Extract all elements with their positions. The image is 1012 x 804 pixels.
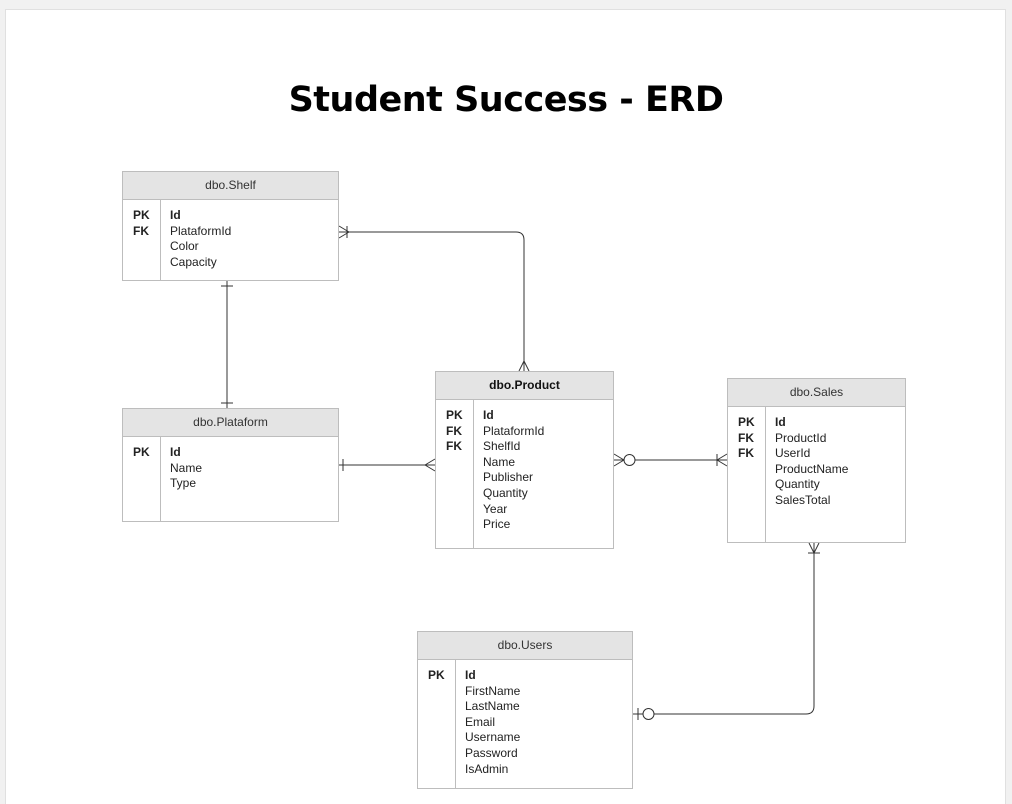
field-list: Id PlataformId ShelfId Name Publisher Qu… xyxy=(483,408,544,533)
field-name: Id xyxy=(465,668,476,682)
key-list: PK xyxy=(428,668,445,684)
field-name: PlataformId xyxy=(170,223,232,238)
field-name: ProductName xyxy=(775,461,849,476)
field-name: Password xyxy=(465,745,518,760)
field-list: Id Name Type xyxy=(170,445,202,492)
field-name: ShelfId xyxy=(483,439,521,454)
entity-product[interactable]: dbo.Product PK FK FK Id PlataformId Shel… xyxy=(435,371,614,549)
field-name: Quantity xyxy=(483,485,528,500)
field-name: ProductId xyxy=(775,430,827,445)
rel-shelf-plataform[interactable] xyxy=(221,281,233,408)
entity-header: dbo.Sales xyxy=(728,379,905,407)
field-name: IsAdmin xyxy=(465,761,509,776)
field-list: Id FirstName LastName Email Username Pas… xyxy=(465,668,520,777)
rel-users-sales[interactable] xyxy=(633,542,820,720)
field-name: Publisher xyxy=(483,470,534,485)
field-name: Email xyxy=(465,714,496,729)
field-name: Name xyxy=(483,454,516,469)
key-column xyxy=(123,199,161,280)
key-column xyxy=(418,659,456,788)
entity-header: dbo.Product xyxy=(436,372,613,400)
key-label: PK xyxy=(446,408,463,422)
field-name: SalesTotal xyxy=(775,492,831,507)
field-name: Quantity xyxy=(775,477,820,492)
field-name: LastName xyxy=(465,699,520,714)
field-name: Type xyxy=(170,476,197,491)
entity-shelf[interactable]: dbo.Shelf PK FK Id PlataformId Color Cap… xyxy=(122,171,339,281)
key-label: FK xyxy=(446,423,462,438)
key-list: PK xyxy=(133,445,150,461)
key-list: PK FK FK xyxy=(738,415,755,462)
entity-sales[interactable]: dbo.Sales PK FK FK Id ProductId UserId P… xyxy=(727,378,906,543)
field-name: Year xyxy=(483,501,508,516)
key-label: PK xyxy=(428,668,445,682)
entity-plataform[interactable]: dbo.Plataform PK Id Name Type xyxy=(122,408,339,522)
field-list: Id PlataformId Color Capacity xyxy=(170,208,231,270)
key-label: FK xyxy=(738,430,754,445)
key-column xyxy=(728,406,766,542)
rel-shelf-product[interactable] xyxy=(338,225,530,372)
field-name: Color xyxy=(170,239,199,254)
field-name: Id xyxy=(483,408,494,422)
field-list: Id ProductId UserId ProductName Quantity… xyxy=(775,415,848,509)
entity-header: dbo.Shelf xyxy=(123,172,338,200)
field-name: Name xyxy=(170,460,203,475)
field-name: UserId xyxy=(775,446,811,461)
field-name: Price xyxy=(483,517,511,532)
key-list: PK FK FK xyxy=(446,408,463,455)
key-label: FK xyxy=(738,446,754,461)
entity-users[interactable]: dbo.Users PK Id FirstName LastName Email… xyxy=(417,631,633,789)
key-label: PK xyxy=(738,415,755,429)
page-title: Student Success - ERD xyxy=(288,80,724,120)
field-name: Id xyxy=(775,415,786,429)
rel-plataform-product[interactable] xyxy=(339,458,436,472)
key-label: FK xyxy=(133,223,149,238)
rel-product-sales[interactable] xyxy=(613,453,728,467)
key-list: PK FK xyxy=(133,208,150,239)
field-name: Capacity xyxy=(170,254,217,269)
key-label: PK xyxy=(133,445,150,459)
key-label: PK xyxy=(133,208,150,222)
key-label: FK xyxy=(446,439,462,454)
field-name: Id xyxy=(170,208,181,222)
field-name: FirstName xyxy=(465,683,521,698)
field-name: PlataformId xyxy=(483,423,545,438)
field-name: Username xyxy=(465,730,521,745)
entity-header: dbo.Plataform xyxy=(123,409,338,437)
key-column xyxy=(436,399,474,548)
key-column xyxy=(123,436,161,521)
entity-header: dbo.Users xyxy=(418,632,632,660)
field-name: Id xyxy=(170,445,181,459)
